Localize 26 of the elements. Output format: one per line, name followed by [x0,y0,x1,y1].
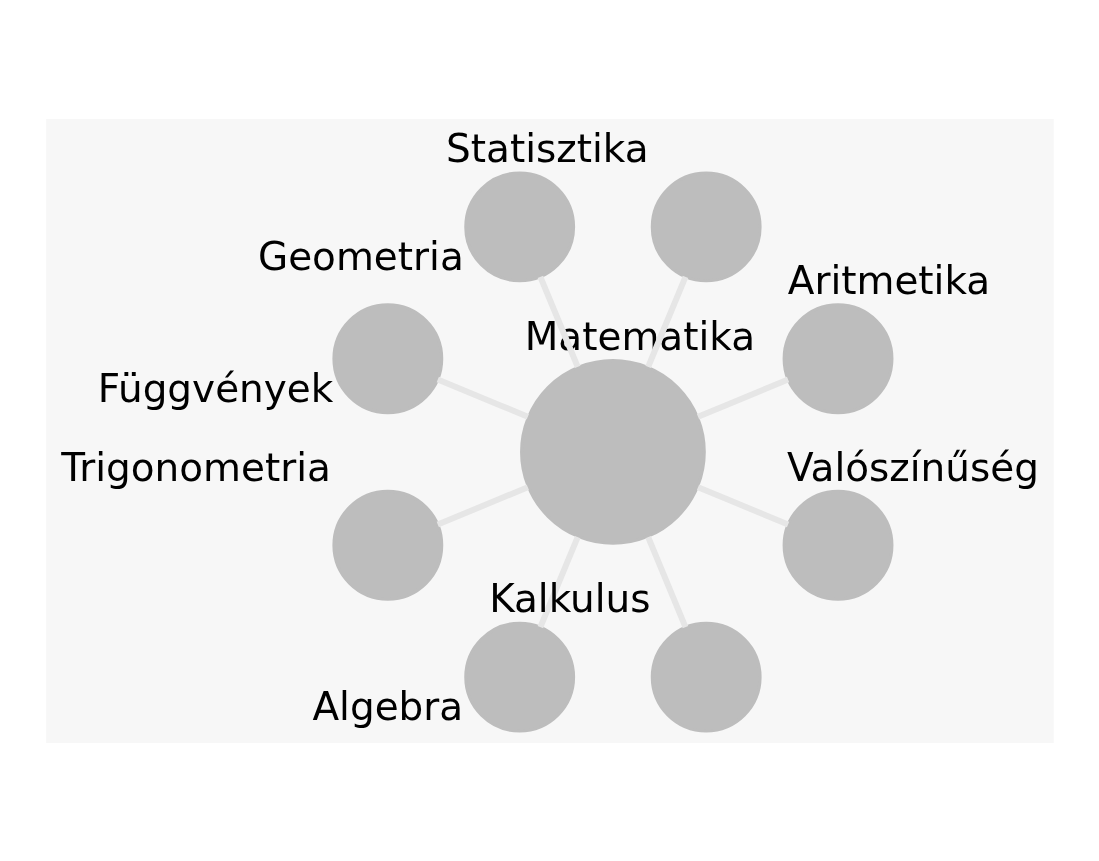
connector [436,376,529,419]
node-circle [782,302,893,414]
connector [436,483,529,527]
node-label: Aritmetika [787,257,990,303]
node-circle [519,358,706,545]
node-circle [331,489,443,601]
node-label: Trigonometria [60,444,331,489]
node-label: Kalkulus [488,575,651,621]
node-circle [650,621,762,732]
node-label: Matematika [524,313,755,359]
node-circle [782,489,893,601]
connector [696,483,789,527]
node-label: Geometria [257,233,464,279]
connector [644,275,688,368]
node-label: Valószínűség [786,444,1039,489]
node-label: Algebra [311,683,463,729]
node-circle [331,302,443,414]
node-label: Statisztika [445,125,649,171]
connector [537,535,580,628]
node-circle [650,170,762,282]
node-circle [463,170,575,282]
connector [696,376,789,419]
node-circle [463,621,575,732]
node-label: Függvények [97,365,333,411]
connector [644,535,688,628]
connector [537,275,580,368]
